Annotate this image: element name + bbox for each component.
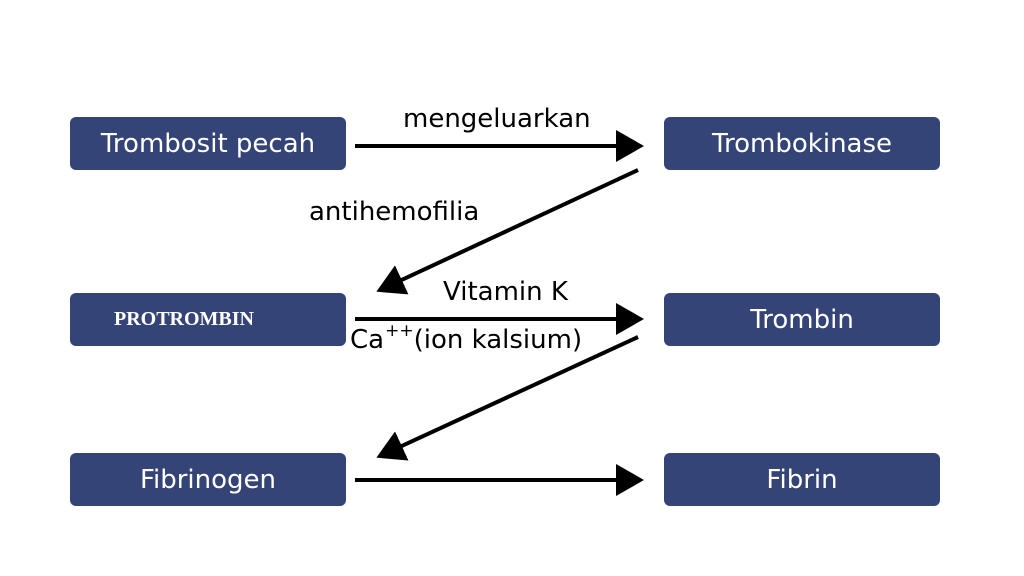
calcium-symbol: Ca: [350, 325, 385, 355]
node-trombin: Trombin: [664, 293, 940, 346]
node-protrombin: PROTROMBIN: [70, 293, 346, 346]
edge-label-vitamin-k: Vitamin K: [443, 277, 568, 307]
node-label: Trombin: [750, 304, 854, 335]
node-label: Fibrin: [766, 464, 838, 495]
calcium-charge: ++: [385, 321, 414, 341]
node-trombosit-pecah: Trombosit pecah: [70, 117, 346, 170]
edge-label-calcium: Ca++(ion kalsium): [350, 321, 583, 355]
arrow-trombokinase-to-protrombin: [376, 168, 639, 295]
calcium-description: (ion kalsium): [413, 325, 583, 355]
node-label: Trombosit pecah: [100, 128, 316, 159]
arrow-trombin-to-fibrinogen: [376, 335, 639, 461]
edge-label-antihemofilia: antihemofilia: [309, 197, 480, 227]
node-fibrin: Fibrin: [664, 453, 940, 506]
edge-label-mengeluarkan: mengeluarkan: [403, 104, 591, 134]
node-label: PROTROMBIN: [114, 308, 254, 330]
node-trombokinase: Trombokinase: [664, 117, 940, 170]
node-label: Fibrinogen: [139, 464, 277, 495]
node-label: Trombokinase: [711, 128, 893, 159]
node-fibrinogen: Fibrinogen: [70, 453, 346, 506]
